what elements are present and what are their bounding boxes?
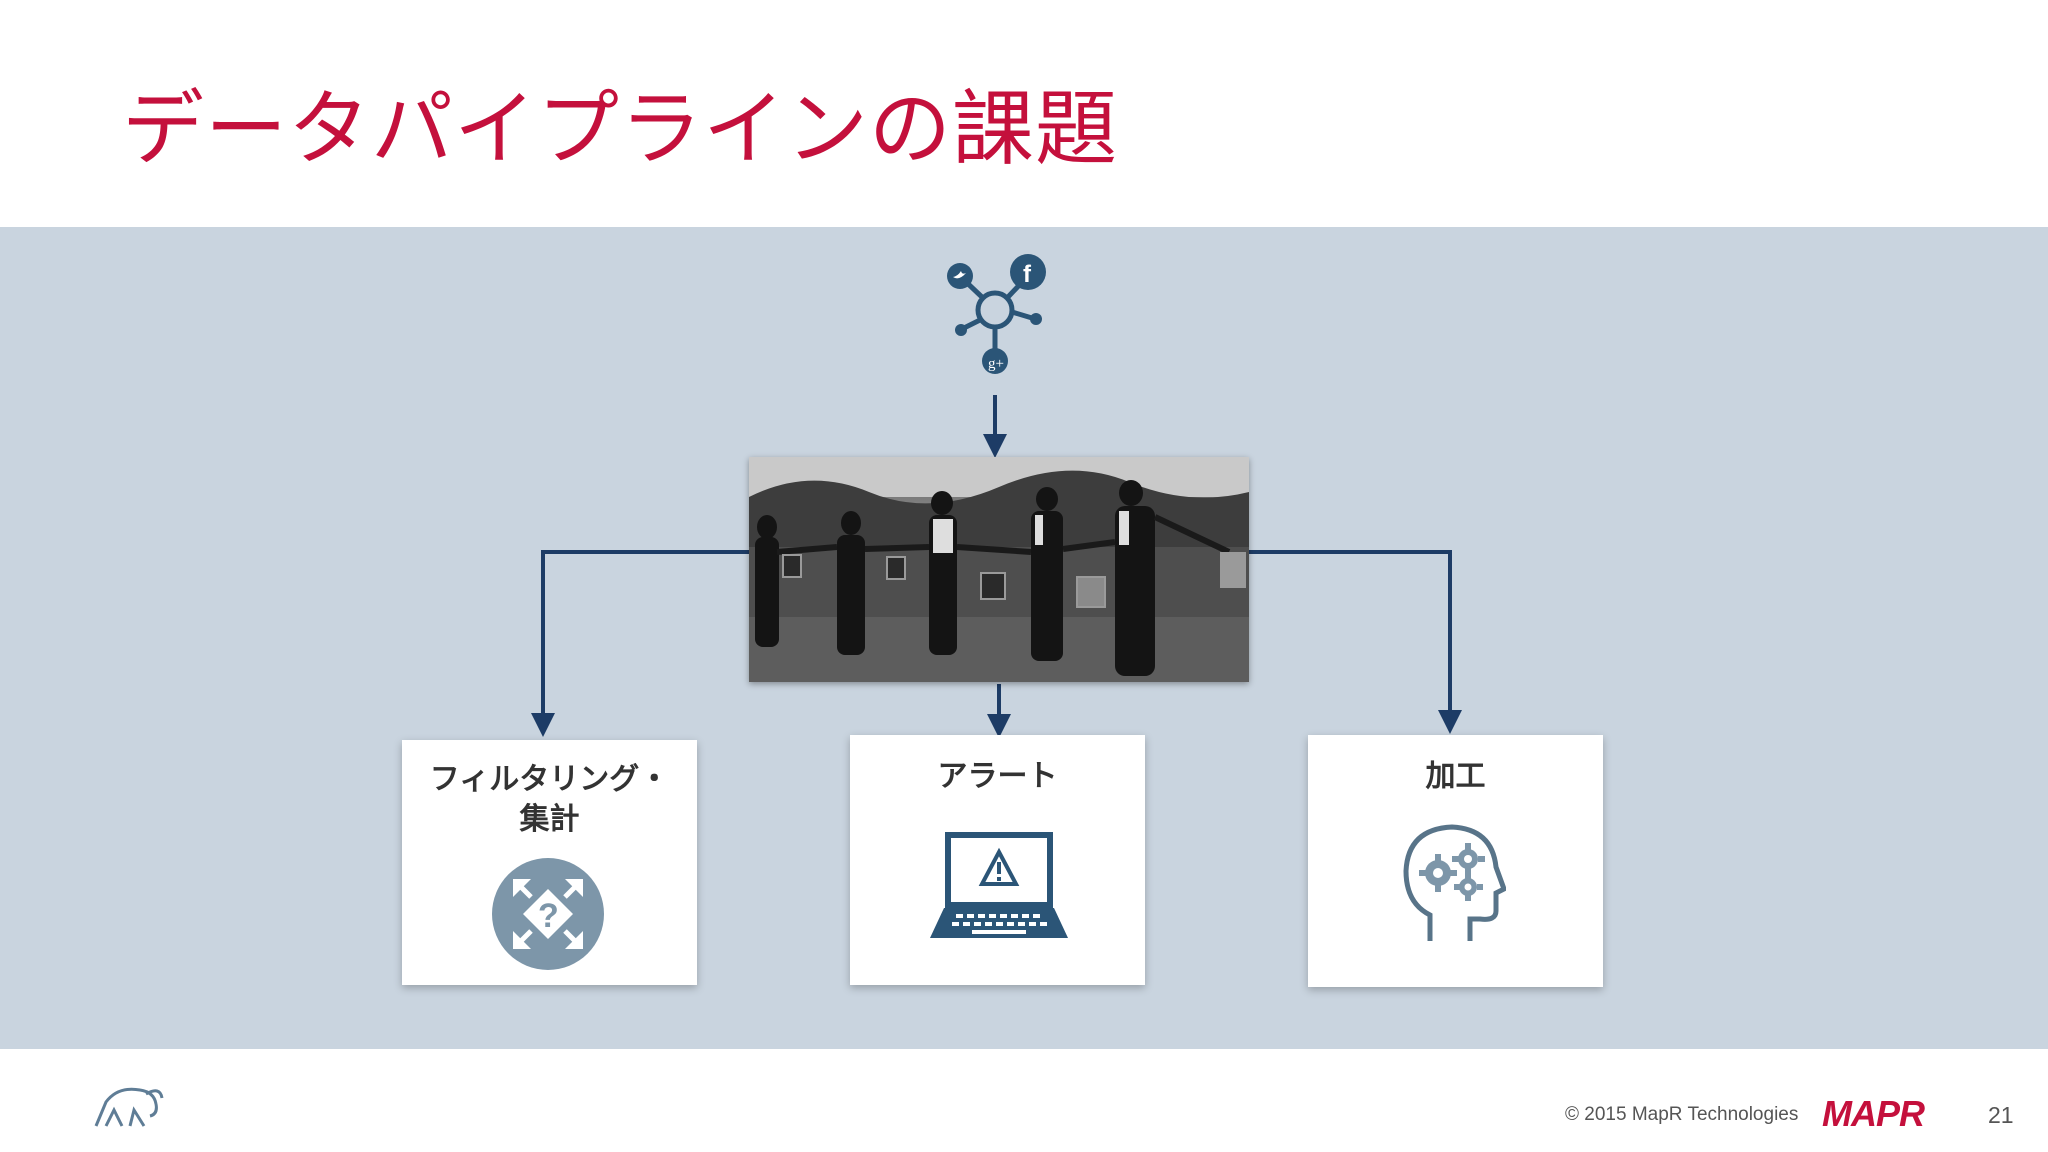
filter-aggregate-icon: ? <box>492 858 604 970</box>
facebook-icon <box>1010 254 1046 290</box>
card-label-line: フィルタリング・ <box>429 762 670 797</box>
card-label-line: 集計 <box>519 802 580 837</box>
processing-card: 加工 <box>1308 735 1603 987</box>
page-number: 21 <box>1988 1102 2014 1128</box>
alert-card: アラート <box>850 735 1145 985</box>
arrow-photo-to-filter <box>531 550 749 737</box>
arrow-photo-to-process <box>1249 550 1462 734</box>
svg-text:MAPR: MAPR <box>1822 1094 1925 1134</box>
footer-copyright: © 2015 MapR Technologies <box>1565 1104 1799 1125</box>
bucket-brigade-photo <box>749 457 1249 682</box>
slide-title: データパイプラインの課題 <box>122 82 1119 177</box>
mapr-logo: MAPR <box>1822 1094 1926 1134</box>
svg-text:?: ? <box>538 897 559 935</box>
svg-text:g+: g+ <box>988 356 1004 372</box>
google-plus-icon <box>982 348 1008 374</box>
laptop-alert-icon <box>930 832 1068 938</box>
head-gears-icon <box>1403 824 1506 941</box>
card-label-line: 加工 <box>1425 759 1486 794</box>
card-label-line: アラート <box>937 759 1058 794</box>
elephant-icon <box>94 1087 164 1127</box>
filter-aggregate-card: フィルタリング・ 集計 ? <box>402 740 697 985</box>
social-network-icon: f g+ <box>947 254 1046 374</box>
svg-text:f: f <box>1023 261 1032 288</box>
